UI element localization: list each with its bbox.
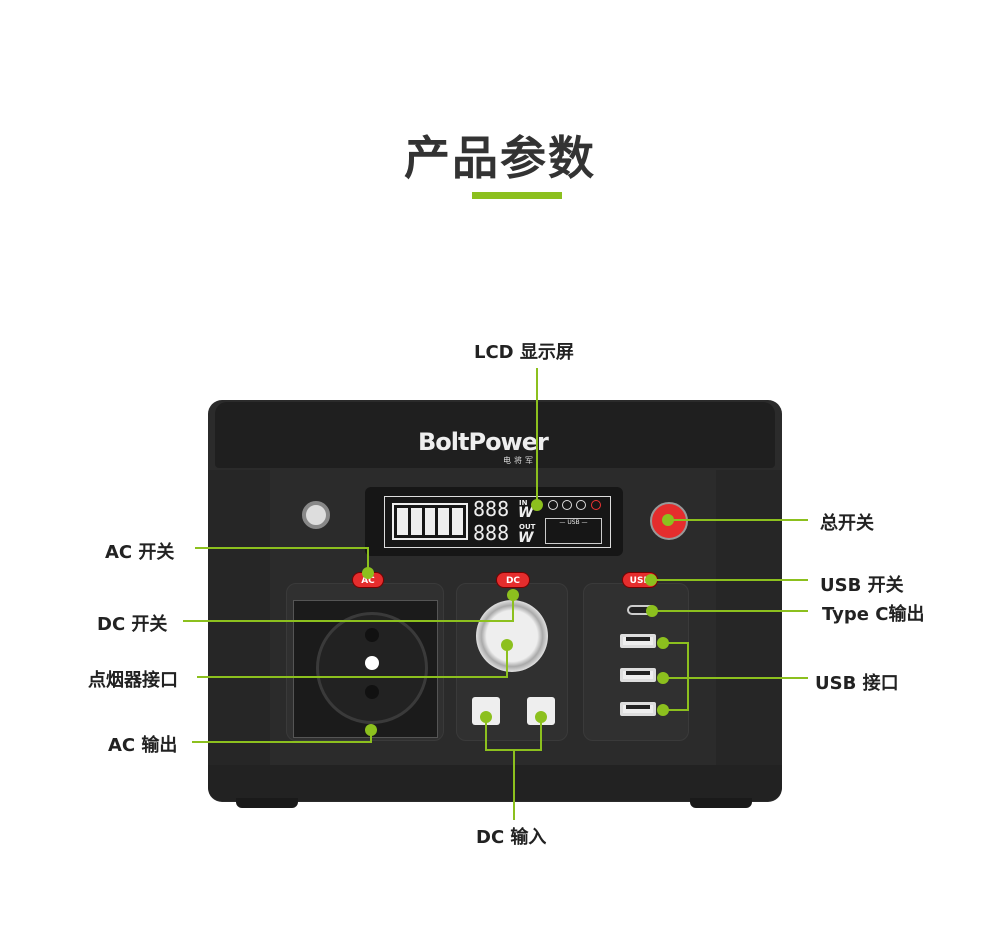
usb-a-port[interactable] <box>620 702 656 716</box>
callout-usb-ports: USB 接口 <box>815 673 899 694</box>
car-icon <box>576 500 586 510</box>
dc-switch-button[interactable]: DC <box>496 572 530 588</box>
lcd-unit: W <box>518 530 534 546</box>
callout-ac-output: AC 输出 <box>108 735 178 756</box>
title-underline <box>472 192 562 199</box>
lcd-out-label: OUT <box>519 523 536 531</box>
callout-type-c: Type C输出 <box>822 604 925 625</box>
callout-dc-input: DC 输入 <box>476 827 547 848</box>
handle <box>215 402 775 468</box>
battery-icon <box>392 503 468 540</box>
lcd-in-label: IN <box>519 499 528 507</box>
brand-logo-sub: 电将军 <box>503 456 536 465</box>
callout-usb-switch: USB 开关 <box>820 575 904 596</box>
lcd-usb-label: — USB — <box>559 519 588 526</box>
brand-logo: BoltPower <box>418 428 549 456</box>
lcd-output-digits: 888 <box>473 521 510 545</box>
page-title: 产品参数 <box>404 131 596 185</box>
lcd-input-digits: 888 <box>473 497 510 521</box>
warning-icon <box>591 500 601 510</box>
callout-dc-switch: DC 开关 <box>97 614 168 635</box>
callout-cigarette-lighter: 点烟器接口 <box>88 670 178 691</box>
dc-icon <box>562 500 572 510</box>
callout-lcd: LCD 显示屏 <box>474 342 574 363</box>
callout-ac-switch: AC 开关 <box>105 542 175 563</box>
ac-wave-icon <box>548 500 558 510</box>
usb-a-port[interactable] <box>620 668 656 682</box>
lcd-display <box>365 487 623 556</box>
callout-power-switch: 总开关 <box>820 513 874 534</box>
lcd-usb-indicator: — USB — <box>545 518 602 544</box>
usb-a-port[interactable] <box>620 634 656 648</box>
light-button[interactable] <box>302 501 330 529</box>
lcd-unit: W <box>518 505 534 521</box>
